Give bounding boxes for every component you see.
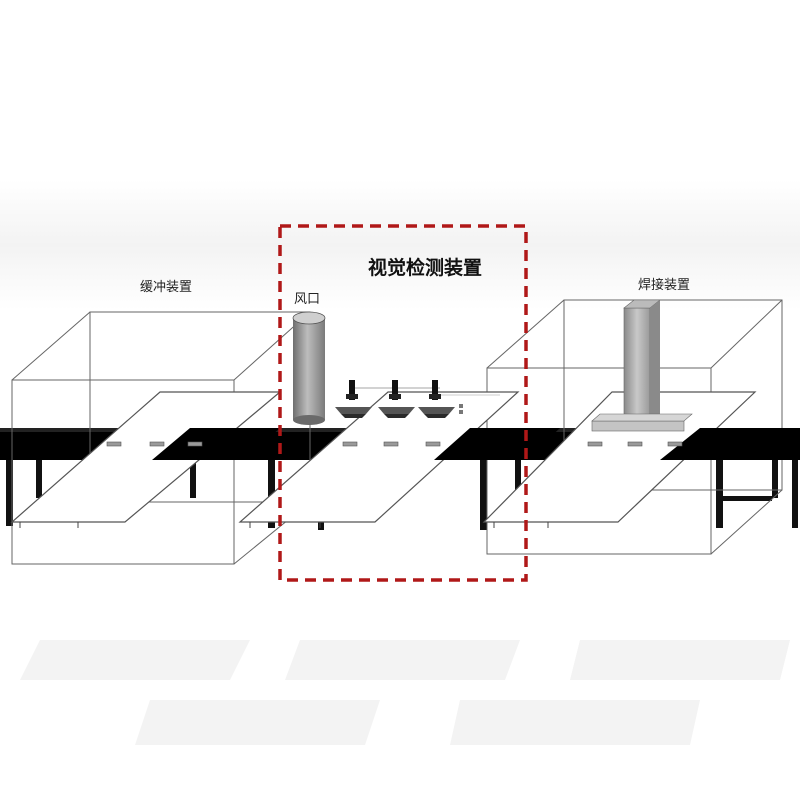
label-air-outlet: 风口 bbox=[294, 292, 321, 307]
label-welding-device: 焊接装置 bbox=[638, 278, 691, 293]
background-band bbox=[0, 180, 800, 310]
welding-gantry-icon bbox=[591, 299, 693, 432]
tray-welding bbox=[482, 391, 757, 528]
label-buffer-device: 缓冲装置 bbox=[140, 280, 193, 295]
vision-inspection-highlight-frame bbox=[278, 224, 528, 582]
tray-inspection bbox=[238, 391, 520, 528]
floor-tiles bbox=[20, 640, 790, 745]
label-vision-inspection-device: 视觉检测装置 bbox=[368, 257, 483, 279]
air-outlet-cylinder-icon bbox=[292, 311, 326, 425]
camera-icon bbox=[418, 380, 455, 418]
welding-enclosure bbox=[486, 299, 783, 555]
workpieces bbox=[106, 441, 683, 447]
tray-buffer bbox=[10, 391, 282, 528]
sensor-icon bbox=[459, 404, 463, 414]
conveyor-belt-gaps bbox=[152, 428, 800, 460]
camera-icon bbox=[378, 380, 415, 418]
